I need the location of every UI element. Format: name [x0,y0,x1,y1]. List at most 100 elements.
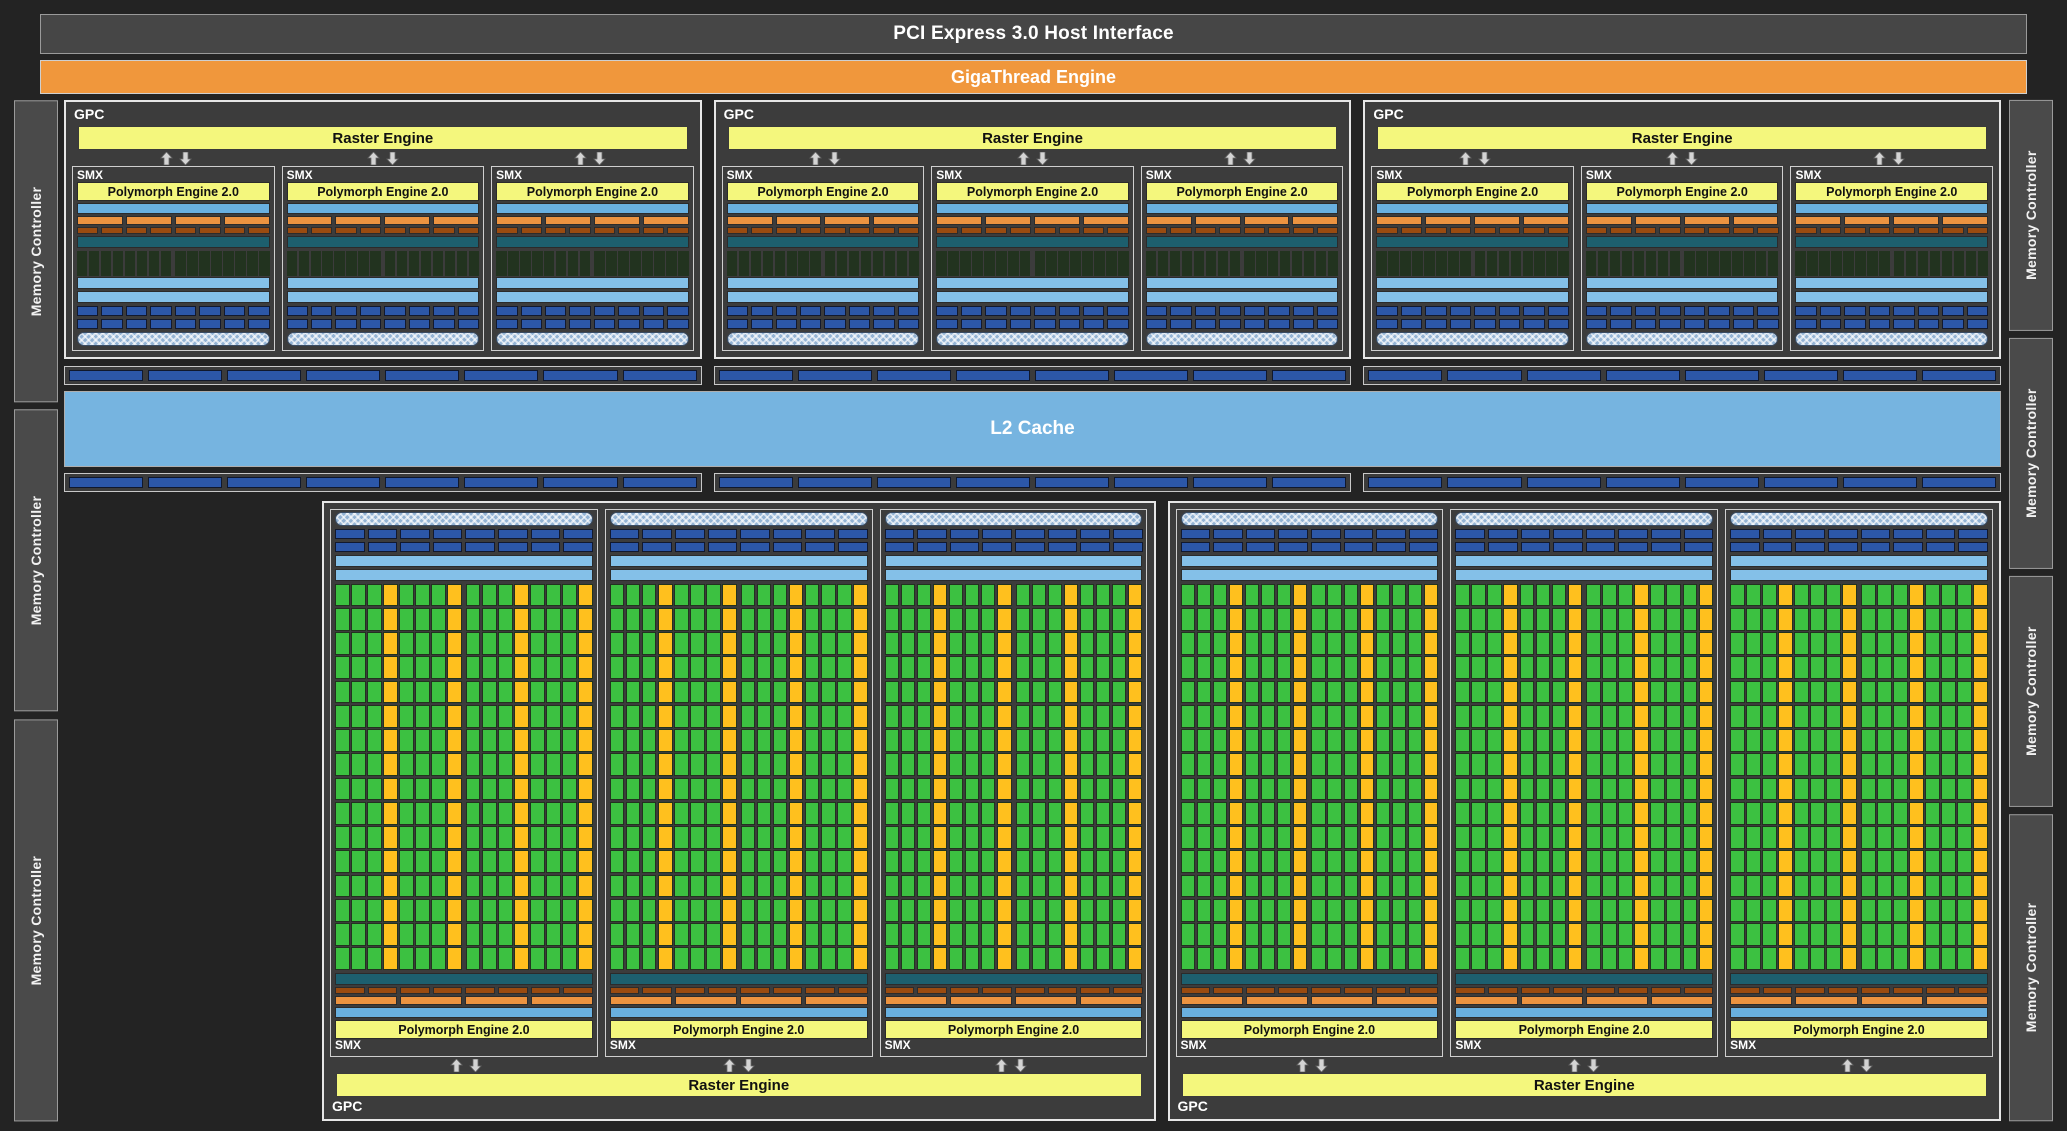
texture-unit [1449,318,1472,329]
cuda-core-cell [740,656,756,679]
dispatch-sub-unit [1730,987,1760,994]
dp-unit-cell [211,273,222,276]
cuda-core-cell [1682,874,1698,898]
texture-unit [433,305,455,316]
cuda-core-cell [804,947,820,970]
cuda-core-cell [1375,801,1391,825]
dispatch-sub-row [1180,987,1439,994]
dispatch-sub-unit [1047,987,1078,994]
texture-unit [311,318,333,329]
texture-unit [223,305,246,316]
dp-unit-cell [1063,898,1079,922]
cuda-core-row [1015,826,1143,849]
cuda-core-cell [1650,704,1665,728]
cuda-core-cell [1455,923,1470,946]
dp-unit-cell [1359,923,1375,946]
cuda-core-cell [1794,826,1809,849]
cuda-core-row [1015,753,1143,776]
cuda-core-cell [498,704,513,728]
cuda-core-cell [1311,583,1326,607]
cuda-core-row [884,607,1012,631]
cuda-core-row [1311,704,1439,728]
cuda-core-cell [674,656,689,679]
cuda-core-cell [1746,850,1761,873]
cuda-core-cell [1794,874,1809,898]
dp-unit-cell [853,923,868,946]
dp-unit-cell [788,607,804,631]
l2-cache: L2 Cache [64,390,2001,467]
dp-unit-cell [447,874,462,898]
dp-unit-cell [1503,923,1519,946]
dp-unit-cell [1228,583,1244,607]
dp-unit-cell [1503,801,1519,825]
dp-unit-cell [1503,632,1519,655]
cuda-core-cell [1487,898,1502,922]
register-file-bar [1376,236,1569,248]
warp-scheduler-bar [1795,203,1989,214]
dp-unit-cell [1634,680,1649,704]
cuda-core-cell [1276,923,1292,946]
cuda-core-cell [1917,273,1929,276]
cuda-core-cell [804,704,820,728]
dp-unit-cell [1973,632,1988,655]
dp-unit-cell [383,826,398,849]
dispatch-sub-unit [667,227,689,234]
cuda-core-cell [1487,680,1502,704]
cuda-core-cell [1375,826,1391,849]
cuda-core-cell [1666,680,1682,704]
cuda-core-row [465,753,593,776]
cuda-core-cell [1861,607,1876,631]
pci-express-host-interface: PCI Express 3.0 Host Interface [40,14,2027,54]
texture-unit [1219,318,1241,329]
dp-unit-cell [447,583,462,607]
cuda-core-cell [1861,729,1876,752]
cuda-core-cell [1180,680,1196,704]
cuda-core-block [1474,251,1569,276]
cuda-core-cell [1015,656,1031,679]
dp-unit-cell [1698,923,1714,946]
texture-unit [1034,318,1056,329]
texture-unit-row [726,305,920,316]
cuda-core-cell [1519,632,1535,655]
cuda-core-cell [1953,273,1965,276]
cuda-core-cell [1602,874,1617,898]
rop-unit [1368,369,1443,381]
cuda-core-cell [1650,947,1665,970]
cuda-core-cell [1618,923,1633,946]
cuda-core-cell [1744,273,1755,276]
cuda-core-cell [1957,583,1972,607]
cuda-core-cell [335,826,350,849]
dp-unit-cell [1567,583,1583,607]
cuda-core-cell [1260,850,1276,873]
dp-unit-cell [853,632,868,655]
cuda-core-cell [1551,753,1567,776]
rop-unit [1114,476,1189,488]
cuda-core-cell [674,680,689,704]
smx-label: SMX [884,1038,911,1052]
dp-unit-cell [447,729,462,752]
texture-unit-row [1145,305,1339,316]
dp-unit-cell [1503,753,1519,776]
cuda-core-cell [837,947,852,970]
cuda-core-cell [530,607,545,631]
